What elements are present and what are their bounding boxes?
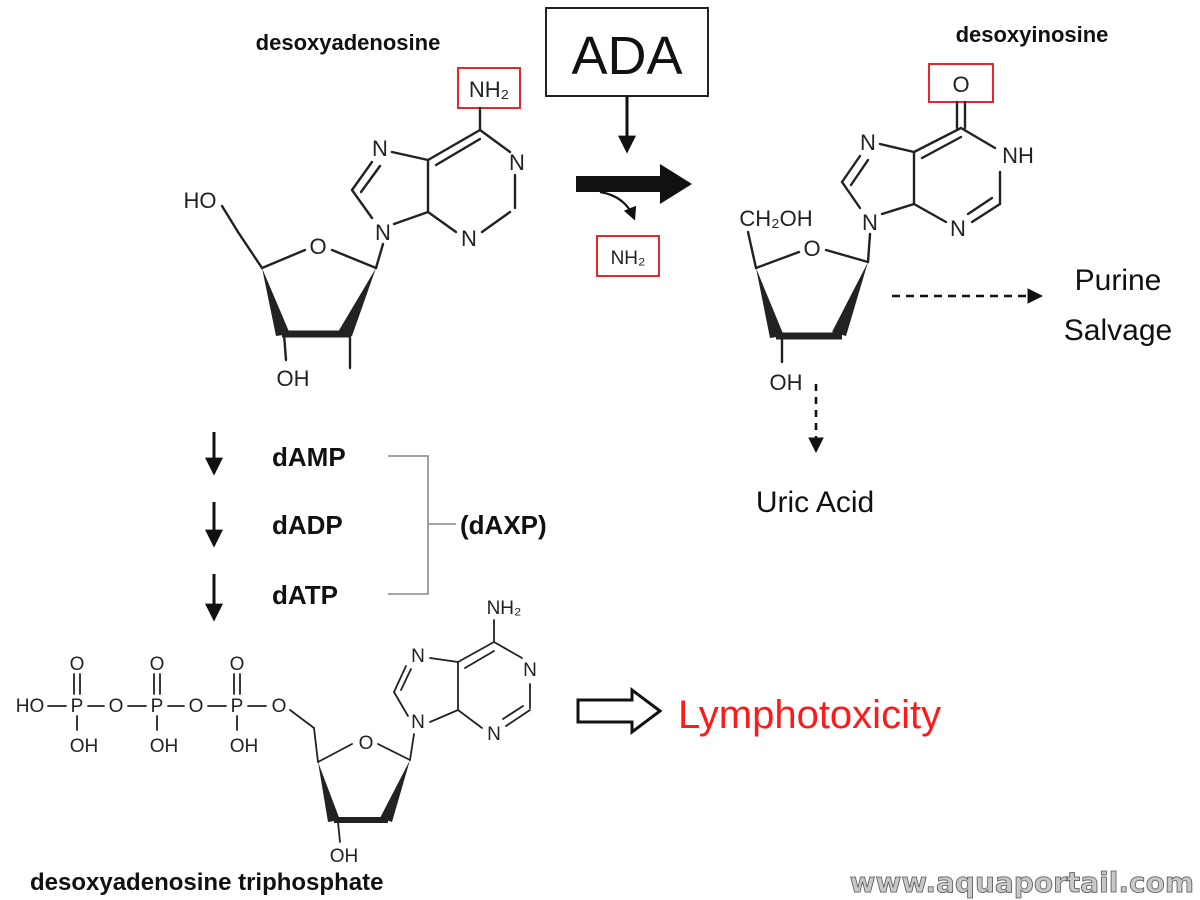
svg-text:O: O: [803, 236, 820, 261]
datp-full-name-label: desoxyadenosine triphosphate: [30, 869, 383, 896]
svg-text:N: N: [411, 646, 425, 667]
svg-text:O: O: [272, 696, 287, 717]
svg-text:O: O: [359, 733, 374, 754]
svg-text:P: P: [151, 696, 164, 717]
svg-text:HO: HO: [16, 696, 45, 717]
salvage-label-line2: Salvage: [1064, 314, 1172, 347]
dadp-label: dADP: [272, 510, 343, 540]
svg-text:N: N: [411, 712, 425, 733]
damp-label: dAMP: [272, 442, 346, 472]
svg-text:OH: OH: [277, 366, 310, 391]
svg-text:CH₂OH: CH₂OH: [739, 206, 812, 231]
svg-text:N: N: [860, 130, 876, 155]
main-reaction-arrow: [576, 164, 692, 204]
lymphotoxicity-arrow: [576, 687, 663, 735]
desoxyadenosine-structure: NH₂ N N N N O HO OH: [184, 67, 525, 391]
datp-label: dATP: [272, 580, 338, 610]
daxp-bracket: [388, 455, 456, 595]
svg-text:OH: OH: [230, 736, 259, 757]
released-nh2-box: [596, 235, 660, 277]
svg-text:OH: OH: [150, 736, 179, 757]
svg-text:NH: NH: [1002, 143, 1034, 168]
svg-text:O: O: [70, 654, 85, 675]
svg-text:O: O: [230, 654, 245, 675]
svg-text:OH: OH: [70, 736, 99, 757]
nh2-highlight-box: [457, 67, 521, 109]
svg-text:O: O: [952, 72, 969, 97]
purine-label-line1: Purine: [1075, 264, 1162, 297]
svg-text:O: O: [150, 654, 165, 675]
svg-text:N: N: [487, 724, 501, 745]
svg-text:O: O: [109, 696, 124, 717]
datp-structure: HO P O P O P O O OH O OH O OH O: [16, 598, 537, 867]
released-nh2: NH₂: [611, 248, 646, 269]
svg-text:NH₂: NH₂: [487, 598, 522, 619]
svg-text:HO: HO: [184, 188, 217, 213]
ada-label: ADA: [571, 26, 682, 86]
svg-text:OH: OH: [330, 846, 359, 867]
desoxyadenosine-label: desoxyadenosine: [256, 30, 441, 55]
svg-text:N: N: [862, 210, 878, 235]
watermark: www.aquaportail.com: [850, 866, 1194, 899]
svg-text:O: O: [309, 234, 326, 259]
release-arrow: [599, 190, 637, 221]
daxp-label: (dAXP): [460, 510, 547, 540]
svg-text:N: N: [461, 226, 477, 251]
svg-text:N: N: [509, 150, 525, 175]
svg-text:OH: OH: [770, 370, 803, 395]
svg-text:N: N: [375, 220, 391, 245]
svg-text:P: P: [71, 696, 84, 717]
svg-text:O: O: [189, 696, 204, 717]
svg-text:N: N: [523, 660, 537, 681]
svg-text:N: N: [950, 216, 966, 241]
svg-text:N: N: [372, 136, 388, 161]
lymphotoxicity-label: Lymphotoxicity: [678, 693, 941, 737]
o-highlight-box: [928, 63, 994, 103]
svg-text:P: P: [231, 696, 244, 717]
atom-nh2: NH₂: [469, 77, 509, 102]
uric-acid-label: Uric Acid: [756, 486, 874, 519]
desoxyinosine-structure: O NH N N N O CH₂OH OH: [739, 63, 1034, 395]
desoxyinosine-label: desoxyinosine: [956, 22, 1109, 47]
